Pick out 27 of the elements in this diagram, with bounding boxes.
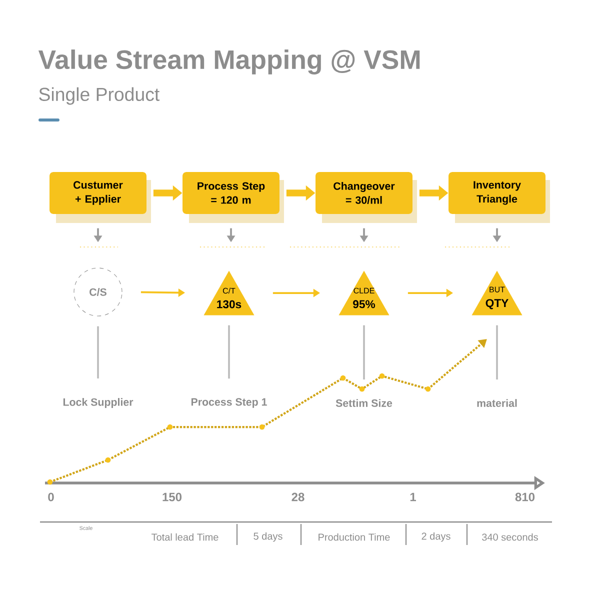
table-cell: Total lead Time [152, 533, 218, 541]
process-box: Custumer + Epplier [50, 172, 151, 223]
step-label: Settim Size [336, 399, 392, 407]
leader-line [228, 325, 230, 379]
tick-label: 28 [292, 492, 304, 502]
table-cell: Production Time [318, 533, 390, 541]
process-box: Changeover = 30/ml [316, 172, 417, 223]
tick-label: 1 [410, 492, 416, 502]
step-label: Process Step 1 [191, 398, 267, 408]
subtitle: Single Product [39, 87, 160, 105]
tick-label: 0 [48, 492, 54, 502]
leader-line [363, 325, 365, 380]
process-box: Inventory Triangle [448, 172, 550, 223]
tick-label: 810 [515, 492, 535, 502]
process-box: Process Step = 120 m [182, 172, 284, 223]
table-cell: 5 days [254, 532, 282, 542]
leader-line [496, 325, 498, 380]
step-label: Lock Supplier [63, 398, 134, 408]
leader-line [97, 326, 99, 378]
tick-label: 150 [162, 492, 182, 502]
inventory-triangle: C/T 130s [204, 270, 254, 316]
title: Value Stream Mapping @ VSM [38, 50, 420, 74]
step-label: material [477, 399, 517, 407]
table-cell: 2 days [422, 532, 450, 542]
table-cell: 340 seconds [482, 533, 538, 541]
inventory-triangle: BUT QTY [472, 270, 522, 316]
inventory-triangle: CLDE 95% [338, 270, 390, 316]
